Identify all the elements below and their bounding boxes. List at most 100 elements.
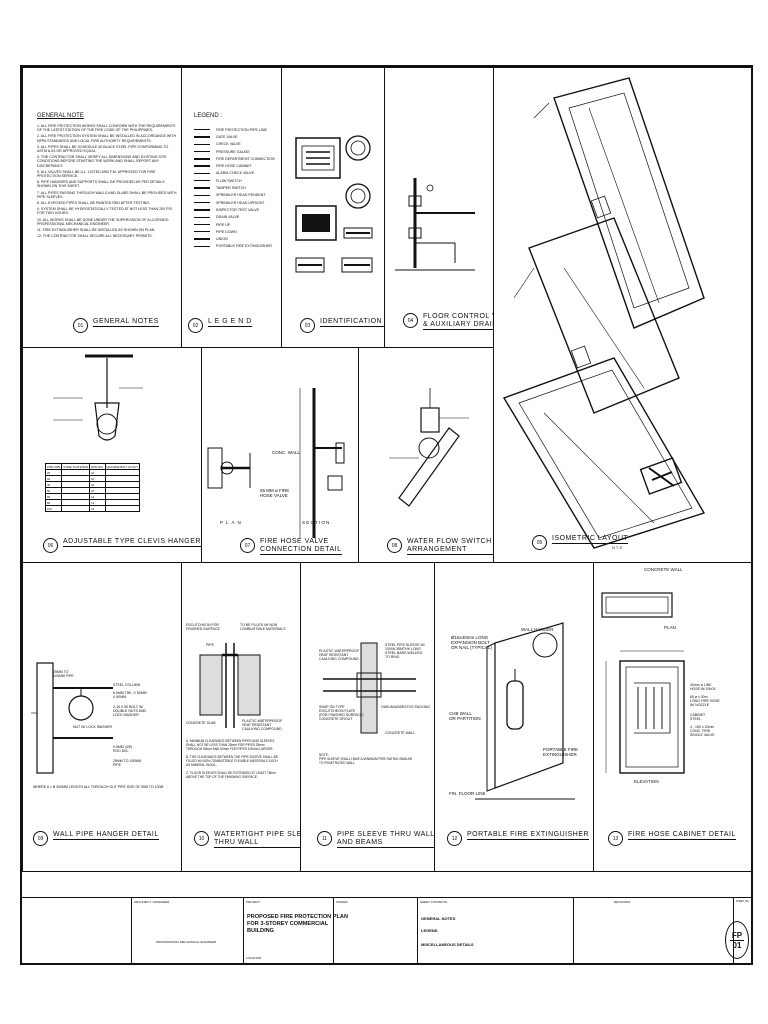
legend-label: PIPE DOWN (216, 229, 237, 234)
legend-symbol-icon (194, 200, 216, 205)
hose-cabinet-panel: CONCRETE WALL PLAN ELEVATION 40mm ø LINE… (593, 562, 753, 872)
water-flow-switch-drawing (389, 388, 469, 507)
general-note-item: 6. PIPE HANGERS AND SUPPORTS SHALL BE PR… (37, 180, 165, 189)
legend-label: TAMPER SWITCH (216, 186, 246, 191)
project-name: PROPOSED FIRE PROTECTION PLAN FOR 3-STOR… (247, 914, 349, 934)
legend-item: PRESSURE GAUGE (194, 148, 281, 155)
cabinet-label: 4 - 150 x 20mm CONC. FIRE SINGLE VALVE (690, 725, 715, 737)
sheet-number: 01 (732, 940, 742, 950)
hose-cabinet-title: 13 FIRE HOSE CABINET DETAIL (608, 831, 736, 846)
legend-symbol-icon (194, 164, 216, 169)
legend-item: FIRE HOSE CABINET (194, 162, 281, 169)
isometric-layout-title: 05 ISOMETRIC LAYOUT N T S (532, 535, 629, 550)
floor-control-valve-drawing (395, 178, 475, 271)
legend-symbol-icon (194, 156, 216, 161)
cabinet-label: CABINET STEEL (690, 713, 706, 721)
legend-symbol-icon (194, 193, 216, 198)
general-note-item: 5. ALL VALVES SHALL BE U.L. LISTED AND F… (37, 169, 156, 179)
legend-symbol-icon (194, 237, 216, 242)
cabinet-label: 65 ø x 30m LONG FIRE HOSE W/ NOZZLE (690, 695, 720, 707)
legend-item: SPRINKLER HEAD PENDENT (194, 192, 281, 199)
legend-symbol-icon (194, 186, 216, 191)
drawing-sheet: GENERAL NOTE 1. ALL FIRE PROTECTION WORK… (20, 65, 753, 965)
sleeve-wall-label: SNAP ON TYPE ESCUTCHEON PLATE (FOR FINIS… (319, 705, 364, 721)
general-notes-heading: GENERAL NOTE (37, 113, 84, 119)
legend-heading: LEGEND : (194, 113, 223, 119)
project-label: PROJECT (246, 900, 261, 904)
legend-label: DRAIN VALVE (216, 215, 240, 220)
professional-label: PROFESSIONAL MECHANICAL ENGINEER (156, 940, 217, 944)
fire-extinguisher-panel: WALL HANGER Ø15x40mm LONG EXPANSION BOLT… (434, 562, 594, 872)
sleeve-wall-note: NOTE: PIPE SLEEVE SHALL HAVE A MINIMUM F… (319, 753, 413, 765)
legend-symbol-icon (194, 149, 216, 154)
sheet-content-item: LEGEND (421, 928, 438, 933)
legend-symbol-icon (194, 215, 216, 220)
legend-symbol-icon (194, 178, 216, 183)
detail-bubble: 07 (240, 538, 255, 553)
tb-project: PROJECT PROPOSED FIRE PROTECTION PLAN FO… (244, 898, 348, 965)
table-cell: 16 (89, 505, 106, 512)
revisions-label: REVISIONS (614, 900, 631, 904)
pipe-sleeve-walls-title: 11 PIPE SLEEVE THRU WALLS AND BEAMS (317, 831, 434, 848)
wall-hanger-label: 25MM TO 100MM PIPE (113, 759, 142, 767)
sheet-code: FP (729, 930, 745, 941)
legend-symbol-icon (194, 171, 216, 176)
conc-wall-label: CONC. WALL (272, 450, 300, 455)
water-flow-switch-panel: 08 WATER FLOW SWITCH MOUNTING ARRANGEMEN… (358, 347, 494, 563)
watertight-sleeve-panel: ESCUTCHEON FOR FINISHED SURFACE PIPE TO … (181, 562, 301, 872)
sleeve-wall-label: PLASTIC WATERPROOF HEAT RESISTANT CAULKI… (319, 649, 360, 661)
legend-label: FLOW SWITCH (216, 178, 242, 183)
legend-symbol-icon (194, 222, 216, 227)
table-cell (61, 505, 91, 512)
wall-hanger-label: 2-15 X 50 BOLT W/ DOUBLE NUTS AND LOCK W… (113, 705, 147, 717)
pipe-sleeve-walls-panel: PLASTIC WATERPROOF HEAT RESISTANT CAULKI… (300, 562, 435, 872)
legend-label: FIRE HOSE CABINET (216, 164, 252, 169)
general-note-item: 2. ALL FIRE PROTECTION SYSTEM SHALL BE I… (37, 134, 177, 143)
wall-pipe-hanger-panel: STEEL COLUMN 6.0MM THK. X 50MM X 50MM 2-… (22, 562, 182, 872)
general-note-item: 8. ALL EXPOSED PIPES SHALL BE PAINTED RE… (37, 201, 151, 206)
general-note-item: 12. THE CONTRACTOR SHALL SECURE ALL NECE… (37, 234, 153, 239)
legend-label: UNION (216, 237, 228, 242)
sleeve-label: PLASTIC WATERPROOF HEAT RESISTANT CAULKI… (242, 719, 283, 731)
general-notes-list: 1. ALL FIRE PROTECTION WORKS SHALL CONFO… (37, 124, 177, 240)
owner-label: OWNER (336, 900, 348, 904)
sleeve-wall-label: STEEL PIPE SLEEVE W/ 100X6.35MTHK LONG S… (385, 643, 425, 659)
detail-bubble: 12 (447, 831, 462, 846)
sleeve-label: CONCRETE SLAB (186, 721, 216, 725)
identification-signs-panel: 03 IDENTIFICATION SIGNS (281, 67, 385, 348)
detail-bubble: 04 (403, 313, 418, 328)
hose-valve-drawing (207, 388, 345, 538)
legend-label: GATE VALVE (216, 134, 238, 139)
legend-item: PIPE UP (194, 221, 281, 228)
detail-bubble: 05 (532, 535, 547, 550)
legend-item: SPRINKLER HEAD UPRIGHT (194, 199, 281, 206)
legend-label: SPRINKLER HEAD UPRIGHT (216, 200, 265, 205)
sleeve-wall-label: OAKUM/ASBESTOS PACKING (381, 705, 431, 709)
hose-cabinet-drawing (601, 592, 685, 774)
plan-label: P L A N (220, 520, 242, 525)
legend-symbol-icon (194, 127, 216, 132)
title-block: ARCHITECT / ENGINEER PROFESSIONAL MECHAN… (20, 897, 753, 965)
extinguisher-label: CHB WALL OR PARTITION (449, 711, 481, 721)
detail-bubble: 09 (33, 831, 48, 846)
legend-symbol-icon (194, 142, 216, 147)
detail-bubble: 06 (43, 538, 58, 553)
legend-label: FIRE DEPARTMENT CONNECTION (216, 156, 275, 161)
detail-bubble: 03 (300, 318, 315, 333)
detail-bubble: 01 (73, 318, 88, 333)
legend-item: FLOW SWITCH (194, 177, 281, 184)
legend-item: INSPECTOR TEST VALVE (194, 206, 281, 213)
legend-label: PIPE UP (216, 222, 231, 227)
extinguisher-label: FIN. FLOOR LINE (449, 791, 486, 796)
pipe-sleeve-walls-drawing (323, 642, 416, 734)
general-note-item: 4. THE CONTRACTOR SHALL VERIFY ALL DIMEN… (37, 155, 167, 168)
legend-label: PORTABLE FIRE EXTINGUISHER (216, 244, 272, 249)
general-note-item: 7. ALL PIPES PASSING THROUGH WALLS AND S… (37, 190, 177, 199)
sleeve-label: TO BE FILLED W/ NON COMBUSTIBLE MATERIAL… (240, 623, 286, 631)
detail-bubble: 10 (194, 831, 209, 846)
general-note-item: 3. ALL PIPES SHALL BE SCHEDULE 40 BLACK … (37, 144, 169, 154)
sleeve-note: C. FLOOR SLEEVES SHALL BE EXTENDED AT LE… (186, 771, 276, 779)
sleeve-label: PIPE (206, 643, 214, 647)
